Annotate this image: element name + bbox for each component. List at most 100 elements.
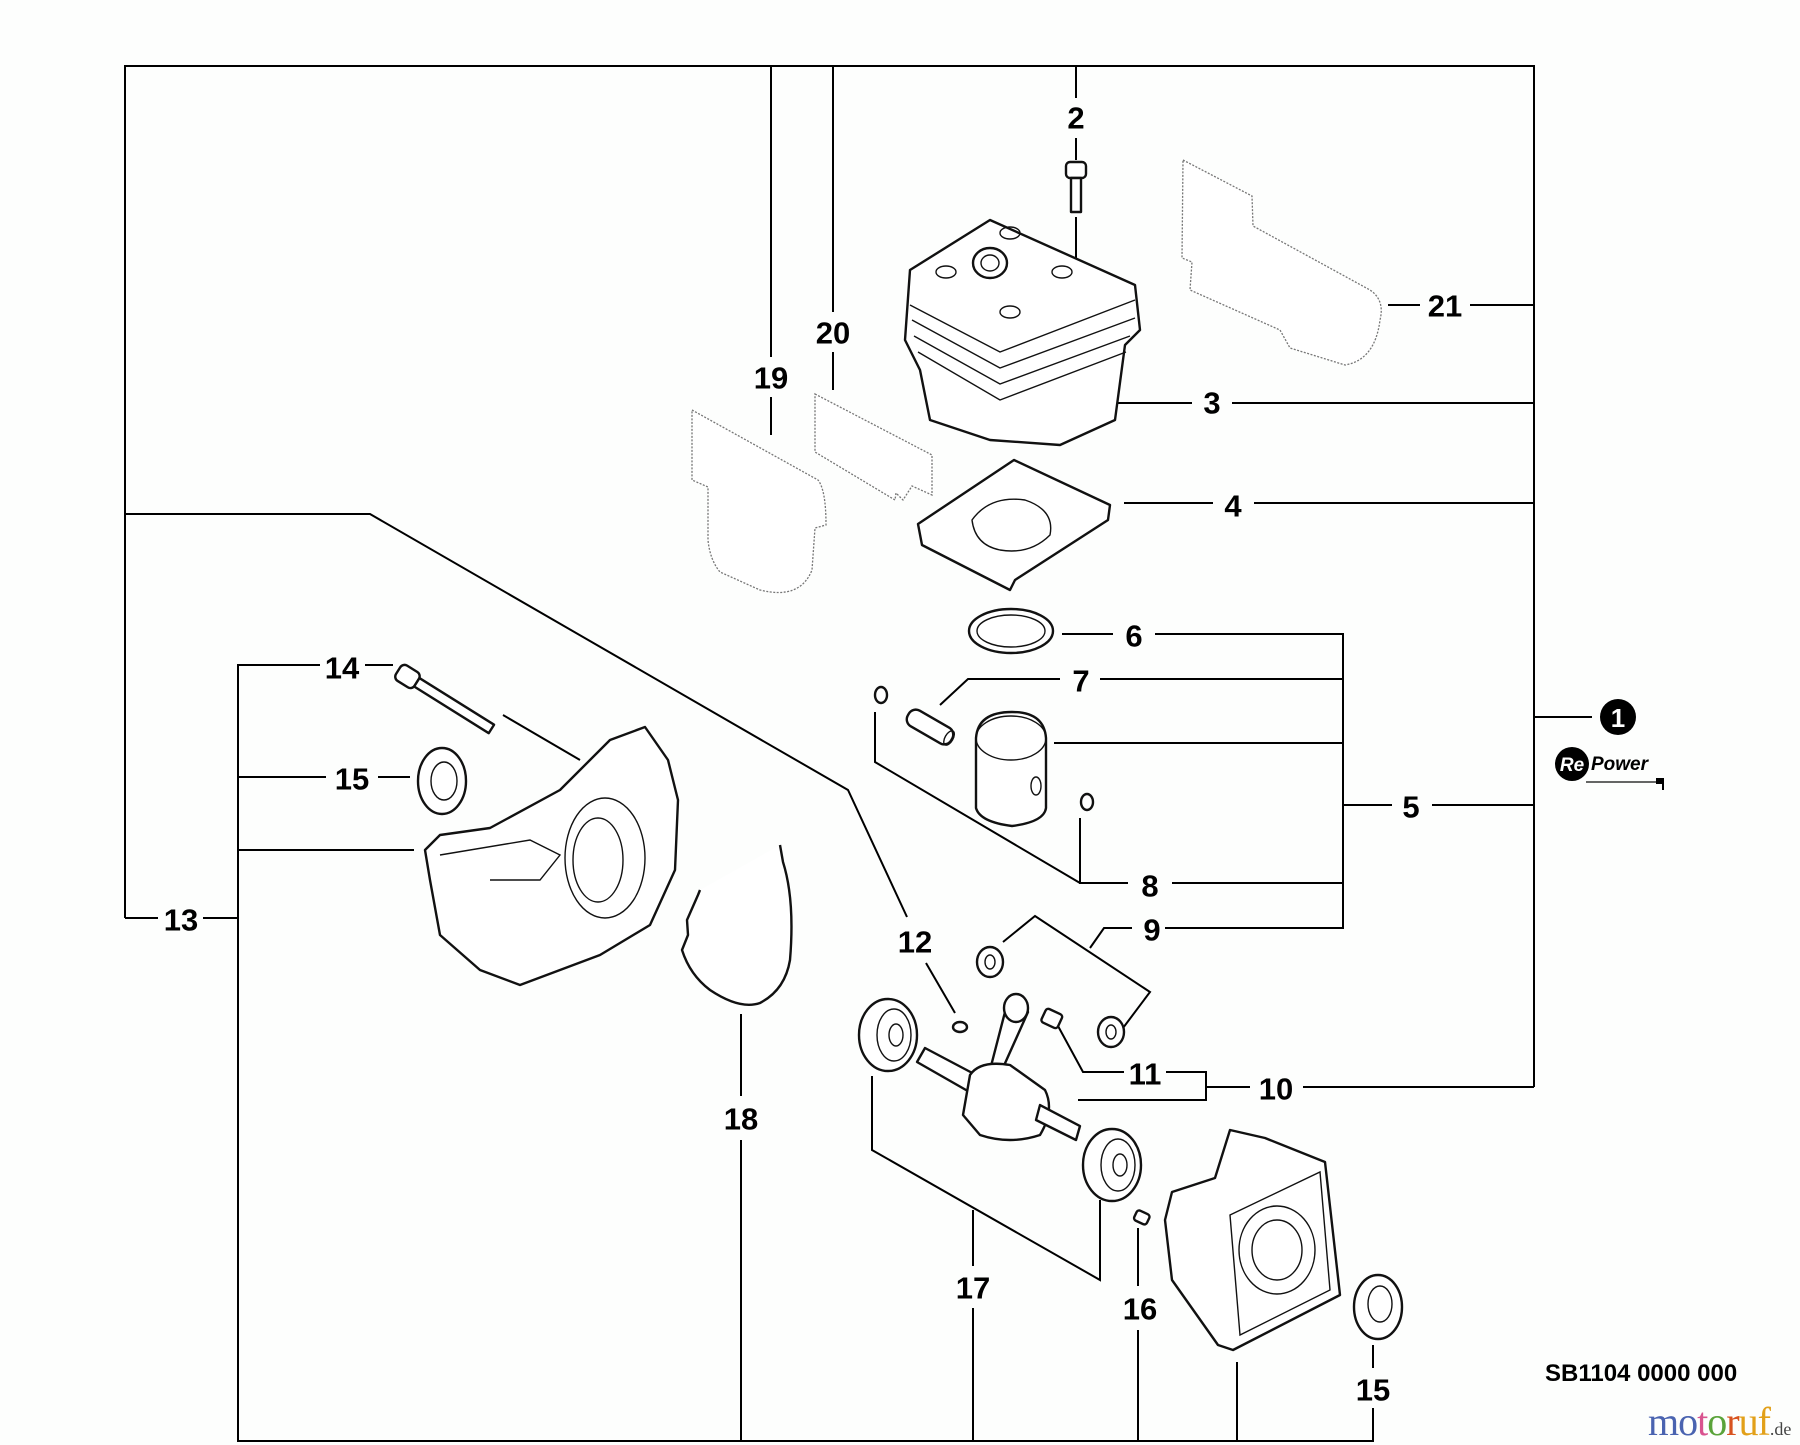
- callout-label-background: [893, 924, 937, 960]
- watermark-letter: t: [1697, 1399, 1708, 1444]
- part-washer-bottom: [1096, 1015, 1126, 1049]
- part-crankcase-gasket: [680, 844, 793, 1007]
- callout-21[interactable]: 21: [1428, 289, 1462, 324]
- callout-label-background: [1220, 488, 1247, 524]
- part-needle-bearing: [1040, 1007, 1064, 1030]
- callout-8[interactable]: 8: [1141, 869, 1158, 904]
- leader-11: [1057, 1025, 1124, 1073]
- callout-19[interactable]: 19: [754, 361, 788, 396]
- callout-label-background: [1423, 288, 1467, 324]
- callout-20[interactable]: 20: [816, 316, 850, 351]
- part-circlip-right: [1079, 792, 1095, 812]
- bracket-17: [871, 1076, 1101, 1282]
- part-clutch-housing: [1163, 1128, 1342, 1352]
- part-insulator: [691, 408, 827, 594]
- part-circlip-left: [873, 685, 889, 705]
- callout-15-clutch[interactable]: 15: [1356, 1373, 1390, 1408]
- leader-8-l2: [874, 712, 1081, 884]
- leader-14-case: [502, 714, 581, 761]
- watermark-letter: m: [1648, 1399, 1679, 1444]
- callout-label-background: [719, 1101, 763, 1137]
- parts: [394, 158, 1404, 1352]
- repower-logo: Re Power: [1555, 747, 1664, 790]
- watermark-letter: u: [1738, 1399, 1759, 1444]
- callout-16[interactable]: 16: [1123, 1292, 1157, 1327]
- watermark-tld: .de: [1769, 1419, 1792, 1439]
- callout-label-background: [320, 650, 364, 686]
- part-crankcase: [423, 725, 680, 987]
- callout-14[interactable]: 14: [325, 651, 360, 686]
- bracket-13: [237, 664, 1374, 1442]
- part-woodruff-key: [951, 1020, 969, 1034]
- callout-4[interactable]: 4: [1224, 489, 1242, 524]
- callout-labels: 2 3 4 5 6 7 8 9 10 11 12 13 14 15 15 16 …: [159, 100, 1467, 1408]
- leader-12: [125, 513, 908, 918]
- callout-label-background: [951, 1270, 995, 1306]
- callout-18[interactable]: 18: [724, 1102, 758, 1137]
- part-cylinder-gasket: [916, 458, 1112, 592]
- leader-7-l: [939, 678, 1060, 706]
- callout-label-background: [1398, 789, 1424, 825]
- watermark-letter: r: [1726, 1399, 1739, 1444]
- callout-17[interactable]: 17: [956, 1271, 990, 1306]
- kit-number-badge: [1600, 699, 1636, 735]
- callout-label-background: [1124, 1056, 1166, 1092]
- callout-label-background: [1068, 663, 1094, 699]
- part-piston-pin: [905, 708, 956, 746]
- callout-13[interactable]: 13: [164, 903, 198, 938]
- part-crankcase-bolt: [394, 663, 496, 735]
- watermark-letter: o: [1707, 1399, 1727, 1444]
- leader-12-lower: [925, 962, 956, 1014]
- callout-label-background: [811, 315, 855, 351]
- callout-label-background: [159, 902, 203, 938]
- callout-label-background: [1063, 100, 1089, 136]
- part-crankshaft: [915, 992, 1082, 1142]
- repower-logo-circle: [1555, 747, 1589, 781]
- part-dowel-pin: [1132, 1209, 1151, 1226]
- part-oil-seal: [416, 746, 468, 816]
- frame-top-line: [124, 65, 1535, 1087]
- leader-8-l: [1079, 818, 1128, 884]
- callout-3[interactable]: 3: [1203, 386, 1220, 421]
- callout-12[interactable]: 12: [898, 925, 932, 960]
- callout-label-background: [1254, 1071, 1298, 1107]
- callout-label-background: [1137, 868, 1163, 904]
- repower-suffix: Power: [1591, 754, 1650, 775]
- callout-5[interactable]: 5: [1402, 790, 1419, 825]
- part-bolt: [1064, 160, 1088, 214]
- part-oil-seal-clutch: [1352, 1273, 1404, 1341]
- callout-11[interactable]: 11: [1129, 1057, 1162, 1092]
- bracket-5: [1155, 633, 1344, 929]
- watermark-letter: o: [1678, 1399, 1698, 1444]
- part-bearing-left: [857, 997, 919, 1073]
- leader-lines: [124, 65, 1592, 1442]
- leader-9-wash: [1002, 914, 1152, 1033]
- kit-marker[interactable]: 1: [1600, 699, 1636, 735]
- callout-label-background: [749, 360, 793, 396]
- callout-7[interactable]: 7: [1072, 664, 1089, 699]
- part-bearing-right: [1081, 1127, 1143, 1203]
- kit-number: 1: [1611, 703, 1625, 733]
- part-piston: [974, 710, 1048, 828]
- callout-label-background: [1199, 385, 1225, 421]
- part-cylinder: [903, 218, 1142, 447]
- part-intake-gasket: [814, 392, 933, 502]
- part-piston-ring-inner: [976, 614, 1046, 648]
- callout-label-background: [1121, 618, 1147, 654]
- watermark-letter: f: [1757, 1399, 1771, 1444]
- motoruf-watermark[interactable]: motoruf.de: [1648, 1398, 1791, 1445]
- part-muffler-gasket: [1181, 158, 1382, 366]
- callout-2[interactable]: 2: [1067, 101, 1084, 136]
- callout-label-background: [330, 761, 374, 797]
- repower-prefix: Re: [1560, 755, 1585, 776]
- repower-plug-icon: [1656, 778, 1664, 790]
- callout-9[interactable]: 9: [1143, 913, 1160, 948]
- callout-10[interactable]: 10: [1259, 1072, 1293, 1107]
- callout-label-background: [1118, 1291, 1162, 1327]
- callout-15[interactable]: 15: [335, 762, 369, 797]
- callout-label-background: [1139, 912, 1165, 948]
- part-washer-top: [975, 945, 1005, 979]
- part-piston-ring: [967, 607, 1055, 655]
- callout-6[interactable]: 6: [1125, 619, 1142, 654]
